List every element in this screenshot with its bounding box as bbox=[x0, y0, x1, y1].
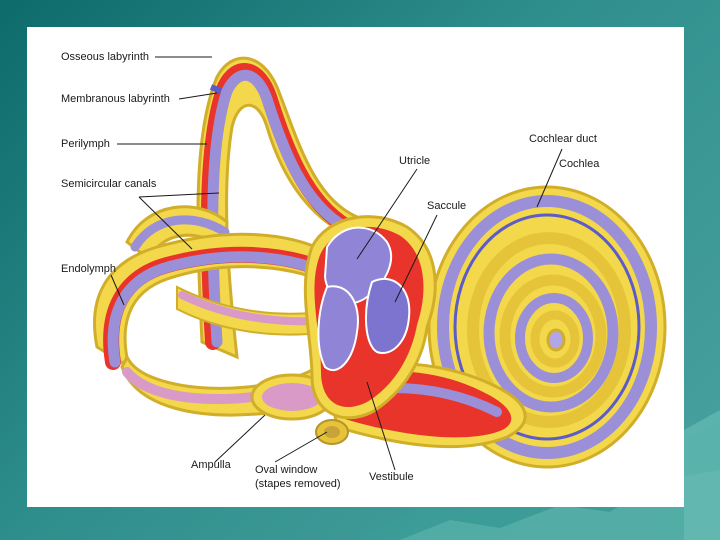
label-utricle: Utricle bbox=[399, 155, 430, 168]
label-perilymph: Perilymph bbox=[61, 138, 110, 151]
leader-ampulla bbox=[215, 415, 265, 462]
label-membranous-labyrinth: Membranous labyrinth bbox=[61, 93, 170, 106]
leader-oval-window bbox=[275, 432, 327, 462]
label-stapes-removed: (stapes removed) bbox=[255, 478, 341, 491]
label-semicircular-canals: Semicircular canals bbox=[61, 178, 156, 191]
label-saccule: Saccule bbox=[427, 200, 466, 213]
label-endolymph: Endolymph bbox=[61, 263, 116, 276]
label-oval-window: Oval window bbox=[255, 464, 317, 477]
label-cochlear-duct: Cochlear duct bbox=[529, 133, 597, 146]
label-cochlea: Cochlea bbox=[559, 158, 599, 171]
oval-window bbox=[316, 420, 348, 444]
label-ampulla: Ampulla bbox=[191, 459, 231, 472]
inner-ear-figure: Osseous labyrinth Membranous labyrinth P… bbox=[27, 27, 684, 507]
label-vestibule: Vestibule bbox=[369, 471, 414, 484]
label-osseous-labyrinth: Osseous labyrinth bbox=[61, 51, 149, 64]
